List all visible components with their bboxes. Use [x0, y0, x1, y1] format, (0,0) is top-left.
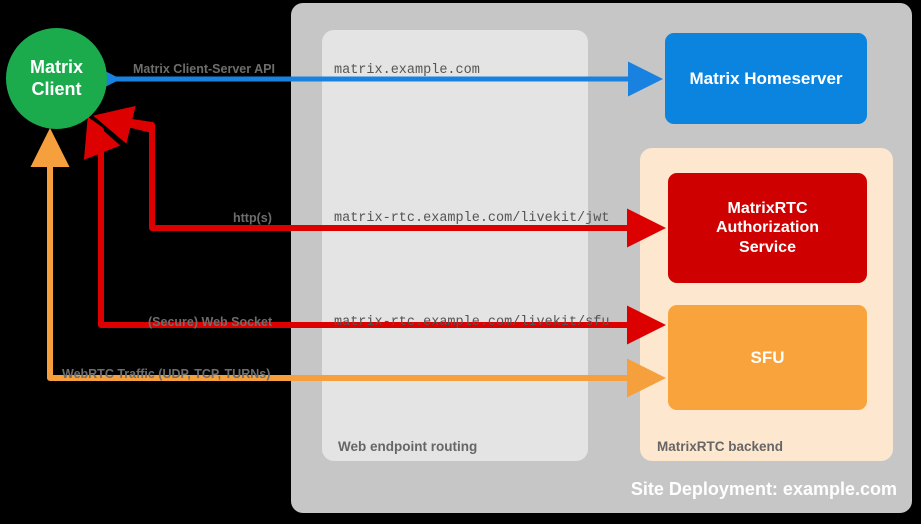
connection-label-webrtc: WebRTC Traffic (UDP, TCP, TURNs) — [62, 367, 271, 381]
node-matrix-client[interactable]: Matrix Client — [6, 28, 107, 129]
matrix-client-label-line1: Matrix — [29, 57, 83, 78]
connection-label-https: http(s) — [233, 211, 272, 225]
node-matrix-homeserver[interactable]: Matrix Homeserver — [665, 33, 867, 124]
sfu-label: SFU — [750, 347, 785, 367]
group-label-web-endpoint-routing: Web endpoint routing — [338, 439, 478, 454]
endpoint-url-livekit-sfu: matrix-rtc.example.com/livekit/sfu — [334, 315, 610, 330]
group-label-matrixrtc-backend: MatrixRTC backend — [657, 439, 784, 454]
matrix-client-label-line2: Client — [31, 78, 82, 99]
auth-service-label-line3: Service — [739, 238, 796, 256]
node-sfu[interactable]: SFU — [668, 305, 867, 410]
matrix-homeserver-label: Matrix Homeserver — [689, 68, 843, 88]
endpoint-url-livekit-jwt: matrix-rtc.example.com/livekit/jwt — [334, 211, 610, 226]
auth-service-label-line1: MatrixRTC — [727, 199, 808, 217]
arrow-websocket-return — [83, 116, 121, 160]
arrow-webrtc-sfu — [47, 140, 666, 398]
connection-label-websocket: (Secure) Web Socket — [148, 315, 273, 329]
site-deployment-label: Site Deployment: example.com — [630, 479, 897, 499]
auth-service-label-line2: Authorization — [715, 219, 820, 237]
node-matrixrtc-authorization-service[interactable]: MatrixRTC Authorization Service — [668, 173, 867, 283]
web-endpoint-routing-group — [322, 30, 588, 461]
connection-label-client-server-api: Matrix Client-Server API — [133, 62, 275, 76]
endpoint-url-matrix: matrix.example.com — [334, 63, 480, 78]
